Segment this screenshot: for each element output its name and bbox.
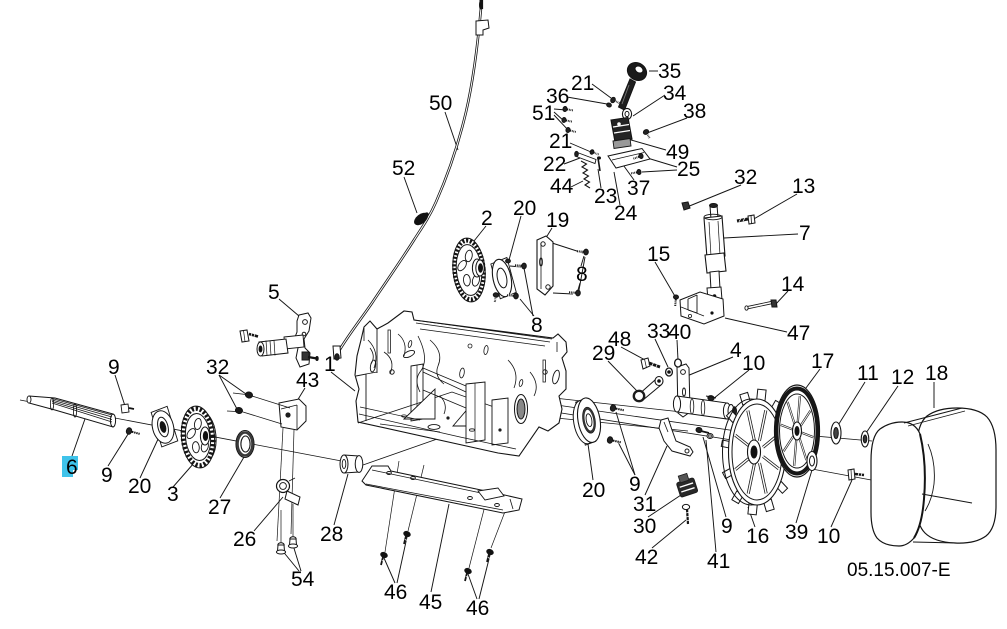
svg-text:12: 12 [891,366,914,389]
svg-text:36: 36 [546,85,569,108]
svg-text:15: 15 [647,243,670,266]
svg-text:5: 5 [268,281,280,304]
svg-text:25: 25 [677,158,700,181]
svg-text:1: 1 [324,353,336,376]
svg-text:44: 44 [550,175,574,198]
svg-text:8: 8 [531,314,543,337]
svg-text:51: 51 [532,102,555,125]
svg-text:23: 23 [594,185,617,208]
svg-text:9: 9 [101,464,113,487]
svg-text:32: 32 [206,356,229,379]
svg-text:21: 21 [549,130,572,153]
svg-text:9: 9 [629,473,641,496]
svg-text:6: 6 [66,456,78,479]
svg-text:21: 21 [571,72,594,95]
svg-text:20: 20 [582,479,605,502]
svg-text:46: 46 [466,597,489,620]
svg-text:38: 38 [683,100,706,123]
svg-text:16: 16 [746,525,769,548]
svg-text:20: 20 [128,475,151,498]
svg-text:22: 22 [543,153,566,176]
svg-text:10: 10 [817,525,840,548]
svg-text:29: 29 [592,342,615,365]
svg-text:8: 8 [576,263,588,286]
svg-text:45: 45 [419,591,442,614]
svg-text:10: 10 [742,352,765,375]
svg-text:7: 7 [799,222,811,245]
svg-text:39: 39 [785,521,808,544]
svg-text:11: 11 [857,362,879,385]
svg-text:14: 14 [781,273,805,296]
svg-text:3: 3 [167,483,179,506]
svg-text:40: 40 [668,321,691,344]
svg-text:05.15.007-E: 05.15.007-E [847,560,951,581]
svg-text:48: 48 [608,328,631,351]
svg-text:43: 43 [296,369,319,392]
svg-text:32: 32 [734,166,757,189]
svg-text:2: 2 [481,207,493,230]
svg-text:41: 41 [707,550,730,573]
svg-text:30: 30 [633,515,656,538]
svg-text:47: 47 [787,322,810,345]
svg-text:50: 50 [429,92,452,115]
svg-text:34: 34 [663,82,687,105]
svg-text:19: 19 [546,209,569,232]
svg-text:52: 52 [392,157,415,180]
svg-text:54: 54 [291,568,315,591]
svg-text:49: 49 [666,141,689,164]
svg-text:37: 37 [627,177,650,200]
svg-text:28: 28 [320,523,343,546]
svg-text:20: 20 [513,197,536,220]
svg-text:9: 9 [721,515,733,538]
svg-text:27: 27 [208,496,231,519]
svg-text:13: 13 [792,175,815,198]
svg-text:42: 42 [635,546,658,569]
svg-text:24: 24 [614,202,638,225]
svg-text:33: 33 [647,320,670,343]
svg-text:18: 18 [925,362,948,385]
svg-text:35: 35 [658,60,681,83]
svg-text:17: 17 [811,350,834,373]
svg-text:46: 46 [384,581,407,604]
svg-text:31: 31 [633,493,656,516]
svg-text:9: 9 [108,356,120,379]
svg-text:26: 26 [233,528,256,551]
svg-text:4: 4 [730,339,742,362]
